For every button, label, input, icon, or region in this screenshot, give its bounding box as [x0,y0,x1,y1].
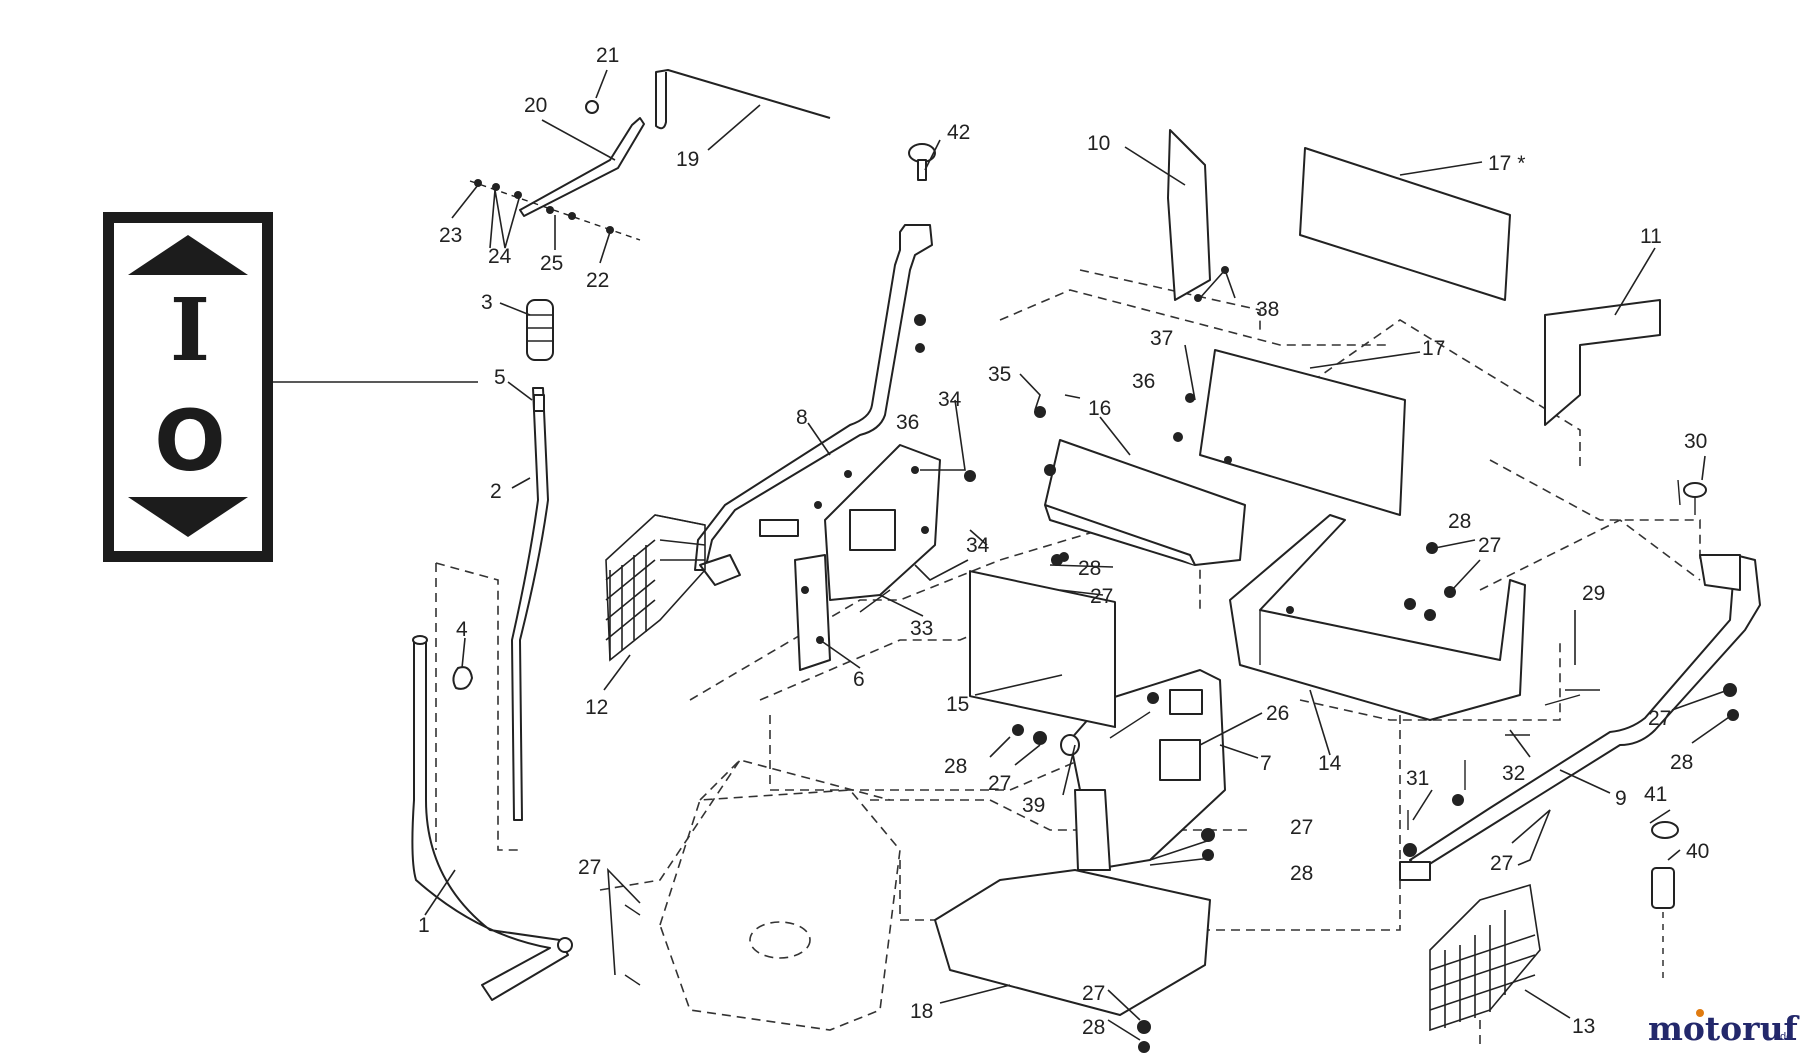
part-11-angle [1544,299,1661,426]
callout-34: 33 [910,617,933,640]
callout-17: 17 [1422,337,1445,360]
callout-labels: 1 2 3 4 5 6 7 8 9 10 11 12 13 14 15 16 1… [418,44,1709,1039]
callout-43: 42 [947,121,970,144]
part-17-star-plate [1299,147,1511,301]
motoruf-logo: motoruf .de [1648,1009,1800,1048]
callout-28-e: 27 [988,772,1011,795]
part-9-frame-tube [1399,554,1761,881]
callout-2: 2 [490,480,502,503]
part-41-sleeve [1651,867,1675,980]
callout-13: 13 [1572,1015,1595,1038]
callout-29-e: 28 [1670,751,1693,774]
part-3-grip [526,299,554,361]
part-13-mesh-guard [1429,883,1541,1032]
part-5-decal [533,394,545,412]
callout-18: 18 [910,1000,933,1023]
callout-7: 7 [1260,752,1272,775]
part-18-plate [934,869,1211,1016]
part-17-plate [1199,349,1406,516]
callout-26: 26 [1266,702,1289,725]
logo-dot [1696,1009,1704,1017]
switch-on-label: I [170,280,210,381]
callout-35-a: 34 [938,388,962,411]
part-12-mesh-guard [605,514,706,662]
callout-12: 12 [585,696,608,719]
callout-38: 37 [1150,327,1173,350]
housing-outline [659,759,901,1031]
callout-28-c: 27 [1648,707,1671,730]
callout-36: 35 [988,363,1011,386]
part-16-channel [1044,439,1246,566]
callout-1: 1 [418,914,430,937]
callout-29-d: 28 [1290,862,1313,885]
part-43-knob [908,143,936,181]
callout-28-d: 27 [1090,585,1113,608]
callout-23: 23 [439,224,462,247]
callout-37-a: 36 [896,411,919,434]
callout-6: 6 [853,668,865,691]
callout-27: 27 [578,856,601,879]
callout-28-a: 27 [1490,852,1513,875]
callout-21: 21 [596,44,619,67]
callout-15: 15 [946,693,969,716]
callout-3: 3 [481,291,493,314]
on-off-switch-label: I O [103,212,478,562]
callout-16: 16 [1088,397,1111,420]
callout-22: 22 [586,269,609,292]
part-10-angle [1167,129,1211,301]
logo-text: motoruf [1648,1009,1800,1048]
part-1-lower-lever [411,635,573,1001]
callout-39: 38 [1256,298,1279,321]
callout-20: 20 [524,94,547,117]
callout-30: 29 [1582,582,1605,605]
leader-lines [424,69,1733,1041]
part-4-clip [452,666,473,690]
callout-14: 14 [1318,752,1342,775]
callout-25: 25 [540,252,563,275]
linkage-assembly [469,69,831,241]
part-42-washer [1651,821,1679,839]
callout-37-b: 36 [1132,370,1155,393]
callout-42: 41 [1644,783,1667,806]
callout-29-a: 28 [1448,510,1471,533]
callout-10: 10 [1087,132,1110,155]
arrow-down-icon [128,497,248,537]
callout-35-b: 34 [966,534,990,557]
callout-8: 8 [796,406,808,429]
callout-33: 32 [1502,762,1525,785]
callout-40: 39 [1022,794,1045,817]
part-8-frame-tube [694,224,933,586]
callout-31: 30 [1684,430,1707,453]
callout-28-b: 27 [1478,534,1501,557]
callout-41: 40 [1686,840,1709,863]
part-2-rod [511,387,549,821]
callout-9: 9 [1615,787,1627,810]
callout-4: 4 [456,618,468,641]
callout-28-g: 27 [1082,982,1105,1005]
callout-28-f: 27 [1290,816,1313,839]
callout-5: 5 [494,366,506,389]
callout-17-star: 17 * [1488,152,1525,175]
callout-29-f: 28 [1082,1016,1105,1039]
arrow-up-icon [128,235,248,275]
switch-off-label: O [154,392,225,490]
part-14-tray [1229,514,1526,721]
callout-29-c: 28 [944,755,967,778]
callout-24: 24 [488,245,512,268]
callout-32: 31 [1406,767,1429,790]
callout-11: 11 [1640,225,1662,248]
logo-suffix: .de [1777,1031,1792,1043]
callout-29-b: 28 [1078,557,1101,580]
callout-19: 19 [676,148,699,171]
